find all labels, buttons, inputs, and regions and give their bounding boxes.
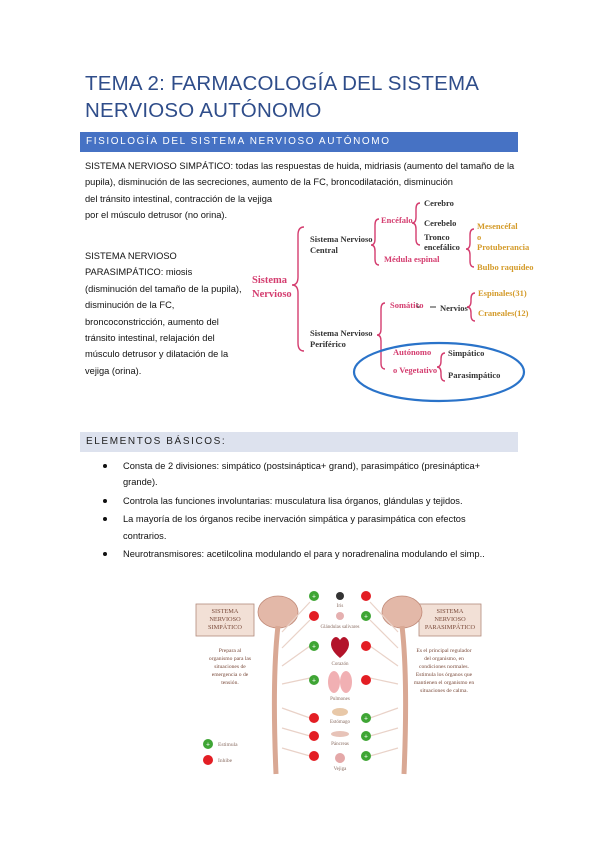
- salivary-glands-icon: [336, 612, 344, 620]
- legend-inhibit-icon: [203, 755, 213, 765]
- diagram-simpatico: Simpático: [448, 348, 484, 358]
- diagram-cerebro: Cerebro: [424, 198, 454, 208]
- stimulate-icon: [361, 751, 371, 761]
- organ-label: Estómago: [330, 720, 350, 725]
- diagram-parasimpatico: Parasimpático: [448, 370, 500, 380]
- organ-label: Corazón: [332, 662, 349, 667]
- left-brain-icon: [257, 595, 299, 629]
- iris-icon: [336, 592, 344, 600]
- stimulate-icon: [309, 675, 319, 685]
- inhibit-icon: [309, 751, 319, 761]
- list-item: Consta de 2 divisiones: simpático (posts…: [85, 458, 510, 491]
- svg-text:+: +: [206, 741, 210, 749]
- pancreas-icon: [331, 731, 349, 737]
- inhibit-icon: [361, 591, 371, 601]
- list-item: Neurotransmisores: acetilcolina moduland…: [85, 546, 510, 562]
- diagram-cerebelo: Cerebelo: [424, 218, 456, 228]
- diagram-craneales: Craneales(12): [478, 308, 529, 318]
- diagram-somatico: Somático: [390, 300, 424, 310]
- basics-list: Consta de 2 divisiones: simpático (posts…: [85, 458, 510, 562]
- diagram-encefalo: Encéfalo: [381, 215, 413, 225]
- stimulate-icon: [309, 591, 319, 601]
- parasympathetic-text: SISTEMA NERVIOSO PARASIMPÁTICO: miosis (…: [85, 251, 242, 376]
- legend-stimulate-label: Estimula: [218, 742, 238, 748]
- svg-text:+: +: [364, 715, 368, 723]
- inhibit-icon: [309, 611, 319, 621]
- organ-label: Iris: [337, 604, 344, 609]
- legend-stimulate-icon: [203, 739, 213, 749]
- bladder-icon: [335, 753, 345, 763]
- sympathetic-text: SISTEMA NERVIOSO SIMPÁTICO: todas las re…: [85, 161, 515, 188]
- stomach-icon: [332, 708, 348, 716]
- stimulate-icon: [361, 713, 371, 723]
- svg-text:+: +: [312, 643, 316, 651]
- legend-inhibit-label: Inhibe: [218, 758, 233, 764]
- organ-label: Pulmones: [330, 697, 350, 702]
- diagram-bulbo: Bulbo raquídeo: [477, 262, 533, 272]
- diagram-medula: Médula espinal: [384, 254, 440, 264]
- diagram-nervios: Nervios: [440, 303, 469, 313]
- inhibit-icon: [309, 713, 319, 723]
- stimulate-icon: [361, 731, 371, 741]
- organ-label: Vejiga: [334, 767, 348, 772]
- stimulate-icon: [361, 611, 371, 621]
- diagram-protuberancia: Protuberancia: [477, 242, 530, 252]
- organ-label: Glándulas salivares: [320, 625, 359, 630]
- inhibit-icon: [361, 675, 371, 685]
- svg-text:+: +: [364, 753, 368, 761]
- lungs-icon: [328, 671, 352, 693]
- inhibit-icon: [361, 641, 371, 651]
- svg-text:+: +: [364, 733, 368, 741]
- heart-icon: [331, 637, 349, 658]
- diagram-espinales: Espinales(31): [478, 288, 527, 298]
- right-brain-icon: [381, 595, 423, 629]
- section-heading-physiology: FISIOLOGÍA DEL SISTEMA NERVIOSO AUTÓNOMO: [80, 132, 518, 152]
- section-heading-basics: ELEMENTOS BÁSICOS:: [80, 432, 518, 452]
- list-item: La mayoría de los órganos recibe inervac…: [85, 511, 510, 544]
- stimulate-icon: [309, 641, 319, 651]
- svg-text:+: +: [312, 593, 316, 601]
- autonomic-highlight-ellipse: [352, 341, 526, 403]
- sympathetic-text-continued: del tránsito intestinal, contracción de …: [85, 194, 273, 221]
- organ-label: Páncreas: [331, 742, 349, 747]
- page-title: TEMA 2: FARMACOLOGÍA DEL SISTEMA NERVIOS…: [85, 72, 478, 122]
- svg-text:+: +: [312, 677, 316, 685]
- inhibit-icon: [309, 731, 319, 741]
- svg-text:+: +: [364, 613, 368, 621]
- list-item: Controla las funciones involuntarias: mu…: [85, 493, 510, 509]
